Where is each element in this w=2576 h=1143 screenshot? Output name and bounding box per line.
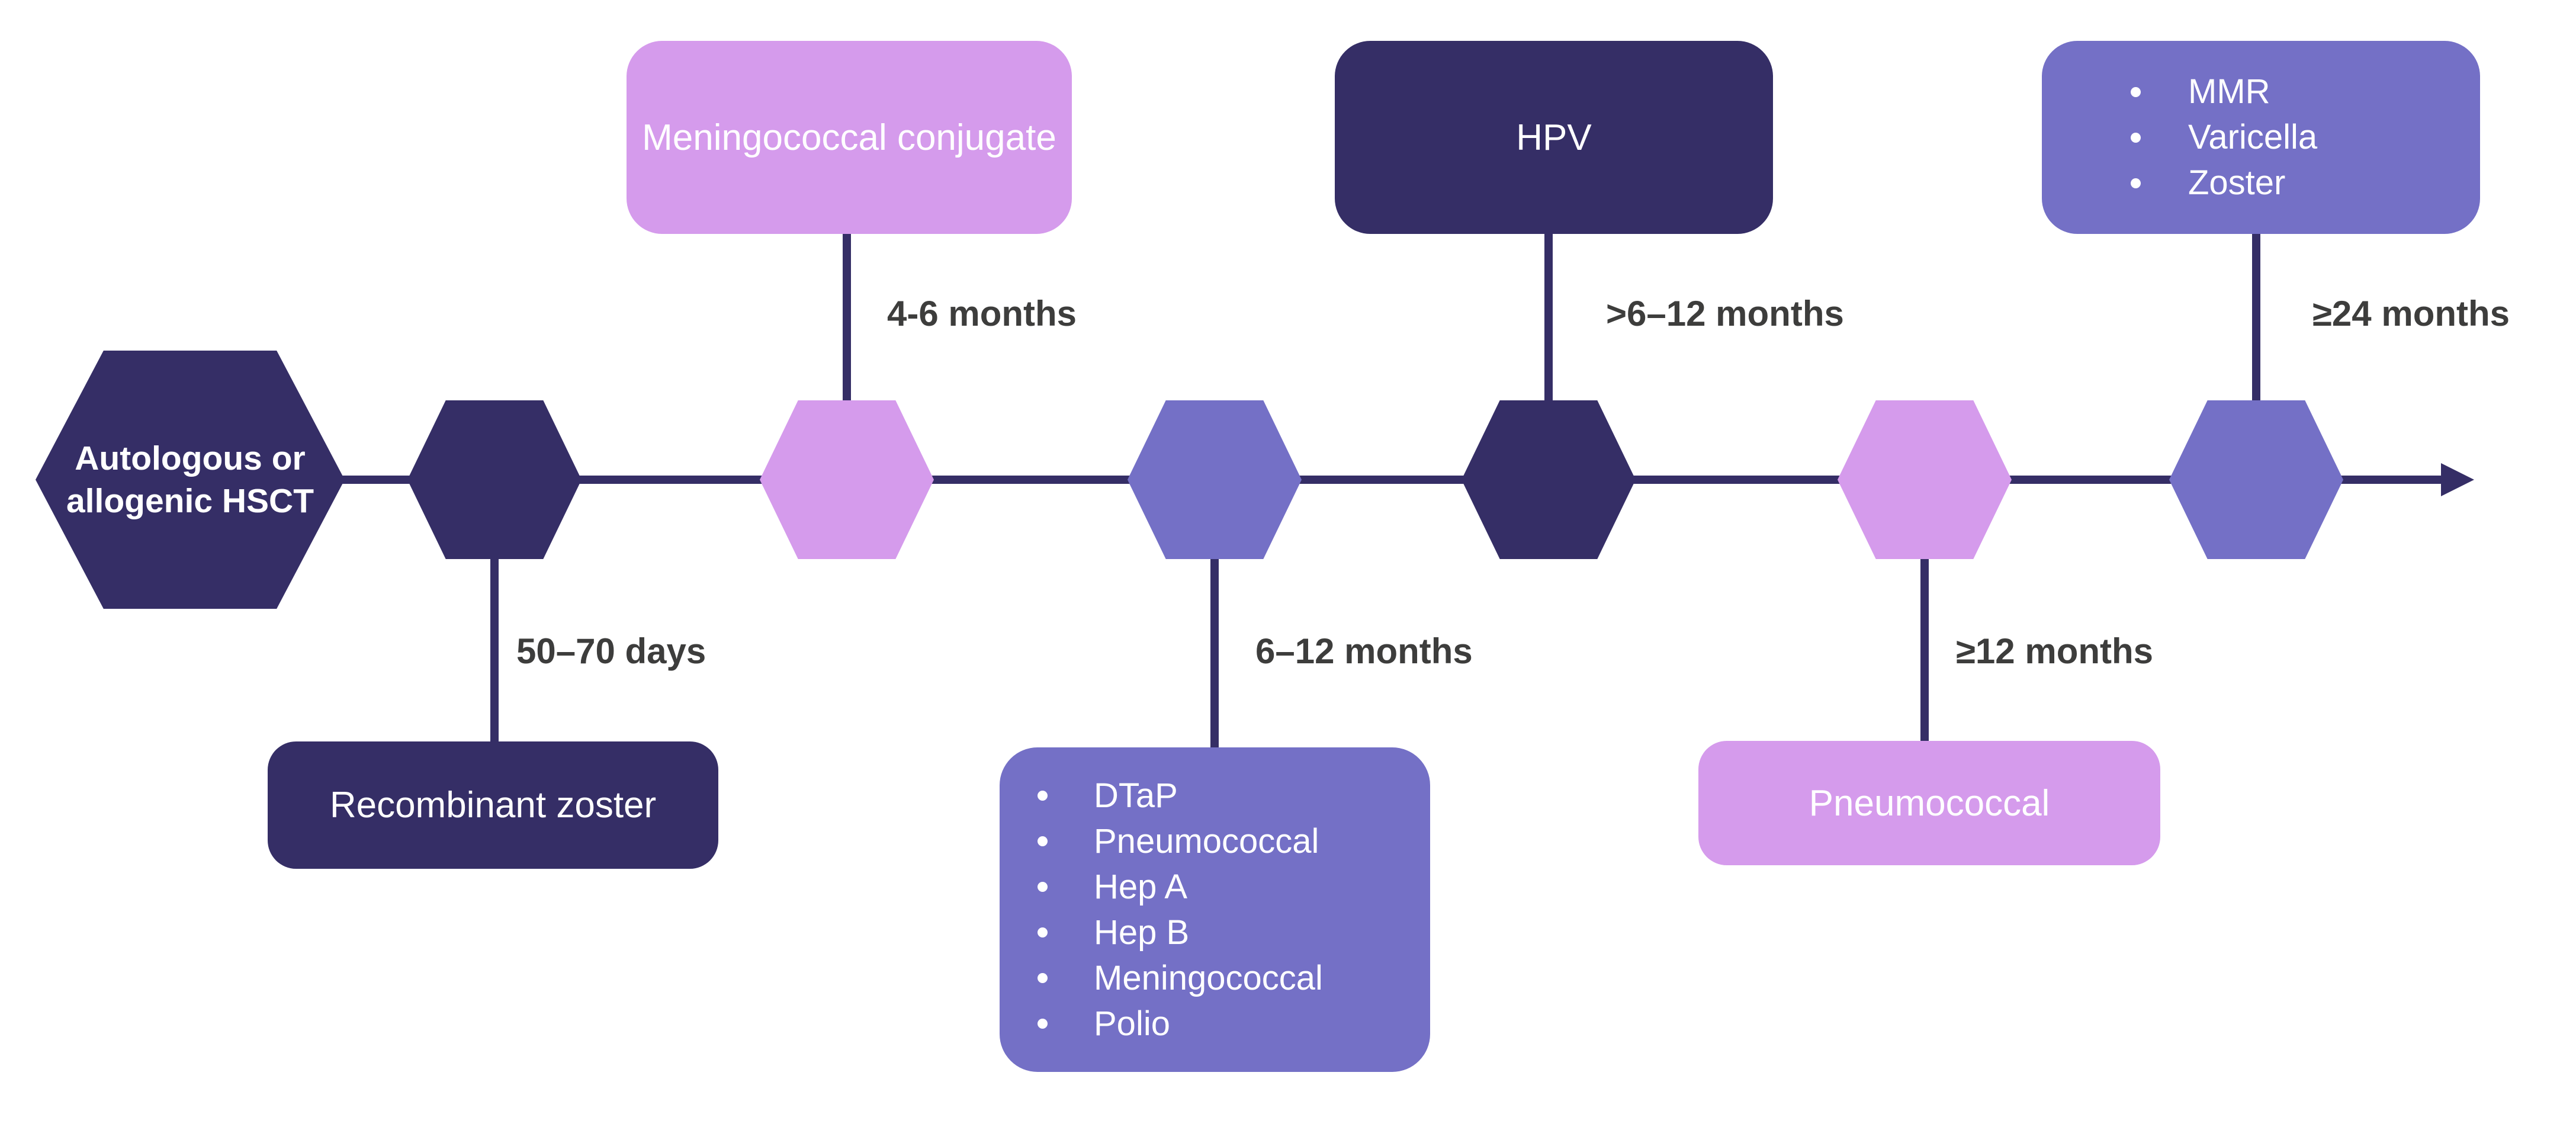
connector-line-down [1920,556,1929,744]
vaccine-box-recombinant-zoster: Recombinant zoster [268,741,718,869]
timeline-node-hexagon-light [1838,400,2012,559]
bullet-icon [1038,927,1048,937]
vaccine-box-meningococcal-conjugate: Meningococcal conjugate [627,41,1072,234]
vaccine-box-label: Recombinant zoster [329,785,657,826]
list-item-label: Polio [1094,1004,1170,1043]
vaccine-box-label: Pneumococcal [1809,782,2050,824]
time-label-ge-12-months: ≥12 months [1956,631,2153,671]
list-item: Hep A [1038,869,1430,905]
timeline-node-hexagon-light [760,400,934,559]
vaccine-bullet-list: DTaP Pneumococcal Hep A Hep B Meningococ… [1000,747,1430,1072]
start-node-label: Autologous or allogenic HSCT [66,437,314,522]
timeline-node-hexagon-medium [1128,400,1302,559]
list-item-label: Hep A [1094,867,1187,906]
vaccine-box-pneumococcal: Pneumococcal [1698,741,2160,865]
connector-line-up [843,231,851,404]
vaccine-box-hpv: HPV [1335,41,1773,234]
vaccine-box-6-12-month-list: DTaP Pneumococcal Hep A Hep B Meningococ… [1000,747,1430,1072]
list-item: Zoster [2131,165,2480,201]
bullet-icon [1038,973,1048,983]
bullet-icon [1038,882,1048,892]
list-item-label: Varicella [2188,118,2318,156]
vaccine-box-label: HPV [1516,117,1592,158]
connector-line-up [1544,231,1553,404]
list-item-label: Meningococcal [1094,958,1323,997]
list-item-label: Hep B [1094,913,1190,952]
list-item: Varicella [2131,120,2480,155]
vaccine-bullet-list: MMR Varicella Zoster [2042,41,2480,234]
timeline-node-hexagon-medium [2169,400,2343,559]
time-label-gt-6-12-months: >6–12 months [1606,294,1844,333]
start-node-label-line2: allogenic HSCT [66,482,314,520]
time-label-6-12-months: 6–12 months [1255,631,1473,671]
connector-line-down [1210,556,1219,751]
list-item-label: DTaP [1094,776,1178,815]
list-item-label: Pneumococcal [1094,821,1319,861]
bullet-icon [1038,791,1048,801]
list-item-label: MMR [2188,72,2270,111]
list-item: Pneumococcal [1038,821,1430,861]
bullet-icon [2131,178,2141,188]
list-item: MMR [2131,74,2480,110]
list-item: DTaP [1038,778,1430,814]
timeline-node-hexagon-dark [407,400,582,559]
start-node-hexagon: Autologous or allogenic HSCT [36,351,345,609]
connector-line-down [490,556,499,745]
list-item: Meningococcal [1038,958,1430,997]
timeline-axis-line [332,476,2446,484]
list-item: Polio [1038,1006,1430,1042]
time-label-4-6-months: 4-6 months [887,294,1077,333]
bullet-icon [2131,86,2141,97]
bullet-icon [2131,132,2141,143]
connector-line-up [2252,231,2260,404]
time-label-ge-24-months: ≥24 months [2312,294,2510,333]
list-item-label: Zoster [2188,163,2286,202]
start-node-label-line1: Autologous or [75,439,306,477]
vaccine-box-24-month-list: MMR Varicella Zoster [2042,41,2480,234]
vaccine-box-label: Meningococcal conjugate [642,117,1056,158]
timeline-arrowhead-icon [2441,463,2474,496]
bullet-icon [1038,1019,1048,1029]
bullet-icon [1038,836,1048,846]
time-label-50-70-days: 50–70 days [516,631,706,671]
list-item: Hep B [1038,913,1430,952]
timeline-node-hexagon-dark [1462,400,1636,559]
